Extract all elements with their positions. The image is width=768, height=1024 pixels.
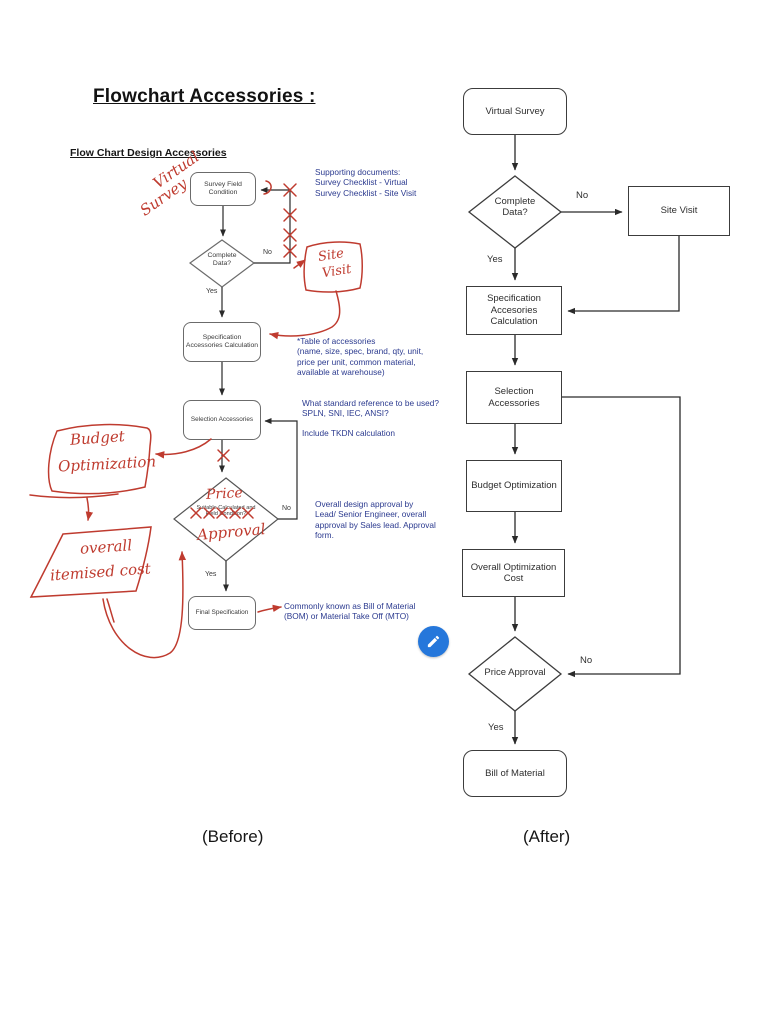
- before-node-final-label: Final Specification: [195, 609, 249, 617]
- before-caption: (Before): [202, 827, 264, 846]
- before-chart-heading: Flow Chart Design Accessories: [70, 147, 227, 159]
- before-node-specification: Specification Accessories Calculation: [183, 322, 261, 362]
- before-label-no-mid: No: [282, 505, 291, 512]
- note-supporting-documents: Supporting documents: Survey Checklist -…: [315, 167, 417, 198]
- note-standard-reference: What standard reference to be used? SPLN…: [302, 398, 439, 419]
- after-caption: (After): [523, 827, 571, 846]
- after-node-virtual-label: Virtual Survey: [485, 105, 545, 117]
- before-node-complete-data-label: Complete Data?: [207, 252, 237, 267]
- after-node-specification: Specification Accesories Calculation: [466, 286, 562, 335]
- note-tkdn: Include TKDN calculation: [302, 428, 396, 438]
- after-node-site-label: Site Visit: [660, 205, 698, 217]
- after-label-yes-top: Yes: [487, 254, 503, 265]
- after-node-bill-of-material: Bill of Material: [463, 750, 567, 797]
- red-note-overall: overall: [79, 536, 133, 558]
- after-node-bom-label: Bill of Material: [485, 767, 545, 779]
- after-node-budget-label: Budget Optimization: [471, 480, 557, 492]
- note-table-of-accessories: *Table of accessories (name, size, spec,…: [297, 336, 424, 377]
- before-node-selection-label: Selection Accessories: [190, 416, 254, 424]
- page-title: Flowchart Accessories :: [93, 86, 316, 107]
- before-node-suitable-label: Suitable Calculated and Field Condition?: [196, 505, 256, 518]
- after-label-yes-bottom: Yes: [488, 722, 504, 733]
- before-node-selection: Selection Accessories: [183, 400, 261, 440]
- before-node-survey-label: Survey Field Condition: [204, 180, 242, 196]
- after-node-complete-data-label: Complete Data?: [494, 196, 536, 218]
- after-label-no-bottom: No: [580, 655, 593, 666]
- red-note-budget: Budget: [69, 427, 126, 449]
- red-note-price: Price: [205, 485, 244, 503]
- after-node-spec-label: Specification Accesories Calculation: [487, 293, 541, 328]
- before-node-specification-label: Specification Accessories Calculation: [185, 333, 259, 349]
- before-node-survey-field-condition: Survey Field Condition: [190, 172, 256, 206]
- after-node-site-visit: Site Visit: [628, 186, 730, 236]
- after-label-no-top: No: [576, 190, 589, 201]
- after-node-price-approval-label: Price Approval: [484, 667, 546, 678]
- before-node-final-specification: Final Specification: [188, 596, 256, 630]
- before-label-yes-top: Yes: [206, 288, 218, 295]
- note-design-approval: Overall design approval by Lead/ Senior …: [315, 499, 436, 540]
- after-node-overall-label: Overall Optimization Cost: [470, 561, 557, 584]
- before-label-yes-mid: Yes: [205, 571, 217, 578]
- after-node-virtual-survey: Virtual Survey: [463, 88, 567, 135]
- before-label-no-top: No: [263, 249, 272, 256]
- note-bill-of-material: Commonly known as Bill of Material (BOM)…: [284, 601, 416, 622]
- pencil-icon: [427, 635, 440, 648]
- edit-button[interactable]: [418, 626, 449, 657]
- after-node-overall-cost: Overall Optimization Cost: [462, 549, 565, 597]
- after-node-budget: Budget Optimization: [466, 460, 562, 512]
- after-node-selection-label: Selection Accessories: [488, 386, 540, 409]
- after-node-selection: Selection Accessories: [466, 371, 562, 424]
